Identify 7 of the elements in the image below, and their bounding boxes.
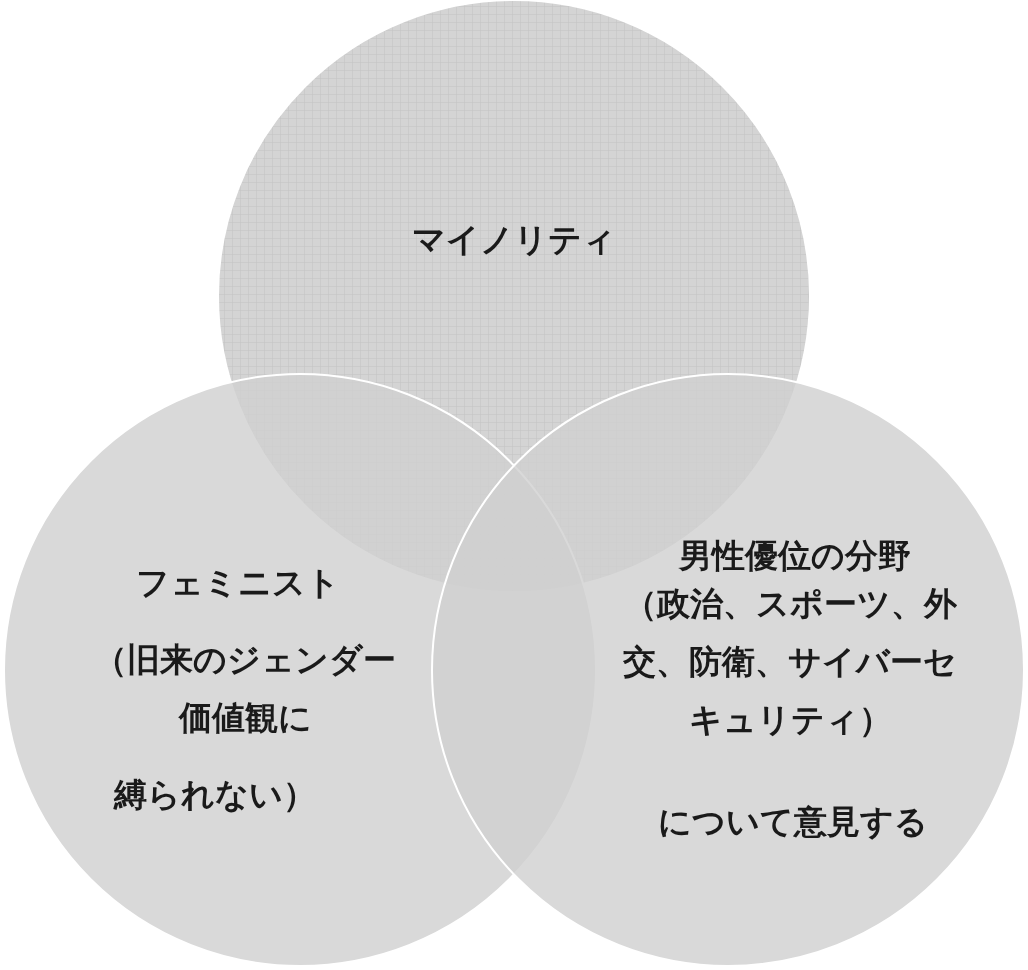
circle-text: （旧来のジェンダー価値観に bbox=[93, 639, 397, 739]
circle-text: について意見する bbox=[657, 801, 929, 843]
circle-title: 男性優位の分野 bbox=[677, 535, 912, 577]
circle-title: マイノリティ bbox=[411, 219, 617, 261]
circle-text: 縛られない） bbox=[112, 774, 317, 816]
circle-title: フェミニスト bbox=[135, 562, 341, 604]
circle-text: （政治、スポーツ、外交、防衛、サイバーセキュリティ） bbox=[622, 583, 958, 741]
